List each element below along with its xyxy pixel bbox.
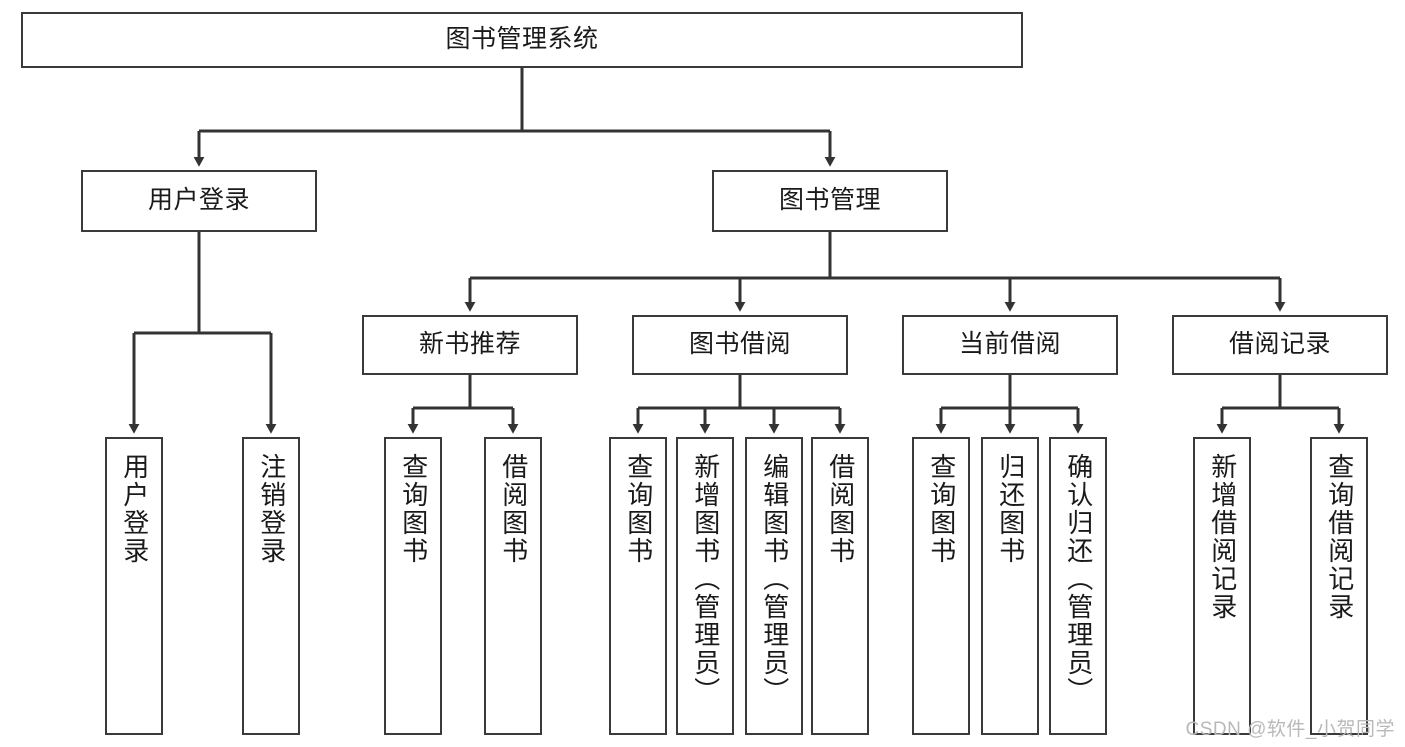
node-label: 借阅图书 — [825, 453, 856, 565]
node-new-book-recommend[interactable]: 新书推荐 — [362, 315, 578, 375]
node-label: 图书管理 — [778, 186, 881, 215]
leaf-user-login[interactable]: 用户登录 — [105, 437, 163, 735]
node-label: 查询图书 — [623, 453, 654, 565]
leaf-borrow-query-book[interactable]: 查询图书 — [609, 437, 667, 735]
leaf-current-query-book[interactable]: 查询图书 — [912, 437, 970, 735]
node-label: 新增借阅记录 — [1207, 453, 1238, 621]
leaf-record-query-record[interactable]: 查询借阅记录 — [1310, 437, 1368, 735]
node-label: 新书推荐 — [418, 330, 521, 359]
node-label: 注销登录 — [256, 453, 287, 565]
leaf-current-return-book[interactable]: 归还图书 — [981, 437, 1039, 735]
node-root-system[interactable]: 图书管理系统 — [21, 12, 1023, 68]
node-label: 归还图书 — [995, 453, 1026, 565]
leaf-borrow-add-book-admin[interactable]: 新增图书（管理员） — [676, 437, 734, 735]
node-label: 借阅记录 — [1228, 330, 1331, 359]
node-label: 编辑图书（管理员） — [759, 453, 790, 705]
node-label: 用户登录 — [119, 453, 150, 565]
leaf-user-logout[interactable]: 注销登录 — [242, 437, 300, 735]
node-current-borrow[interactable]: 当前借阅 — [902, 315, 1118, 375]
leaf-record-add-record[interactable]: 新增借阅记录 — [1193, 437, 1251, 735]
node-label: 查询图书 — [926, 453, 957, 565]
leaf-current-confirm-return-admin[interactable]: 确认归还（管理员） — [1049, 437, 1107, 735]
node-label: 借阅图书 — [498, 453, 529, 565]
leaf-borrow-edit-book-admin[interactable]: 编辑图书（管理员） — [745, 437, 803, 735]
node-label: 用户登录 — [147, 186, 250, 215]
node-book-borrow[interactable]: 图书借阅 — [632, 315, 848, 375]
node-label: 查询借阅记录 — [1324, 453, 1355, 621]
leaf-recommend-borrow-book[interactable]: 借阅图书 — [484, 437, 542, 735]
node-label: 确认归还（管理员） — [1063, 453, 1094, 705]
node-book-management[interactable]: 图书管理 — [712, 170, 948, 232]
node-label: 查询图书 — [398, 453, 429, 565]
node-borrow-record[interactable]: 借阅记录 — [1172, 315, 1388, 375]
node-user-login[interactable]: 用户登录 — [81, 170, 317, 232]
leaf-borrow-borrow-book[interactable]: 借阅图书 — [811, 437, 869, 735]
node-label: 新增图书（管理员） — [690, 453, 721, 705]
node-label: 图书管理系统 — [445, 25, 599, 54]
node-label: 当前借阅 — [958, 330, 1061, 359]
leaf-recommend-query-book[interactable]: 查询图书 — [384, 437, 442, 735]
node-label: 图书借阅 — [688, 330, 791, 359]
watermark: CSDN @软件_小贺同学 — [1185, 719, 1395, 740]
